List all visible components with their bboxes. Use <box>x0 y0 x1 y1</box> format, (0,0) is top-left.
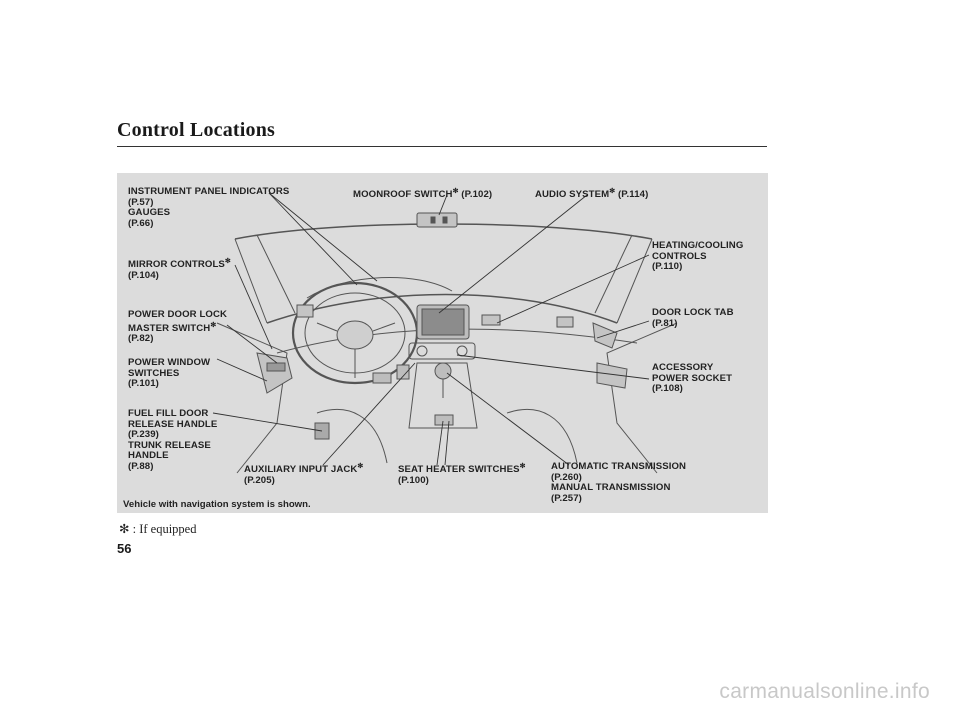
page-number: 56 <box>117 541 132 556</box>
label-fuel-fill-door: FUEL FILL DOOR RELEASE HANDLE (P.239) TR… <box>128 408 218 472</box>
label-heating-cooling: HEATING/COOLING CONTROLS (P.110) <box>652 240 744 272</box>
label-accessory-socket: ACCESSORY POWER SOCKET (P.108) <box>652 362 733 394</box>
footnote: ✻ : If equipped <box>119 522 197 536</box>
page-title: Control Locations <box>117 119 276 141</box>
title-rule <box>117 146 767 147</box>
illustration-panel: INSTRUMENT PANEL INDICATORS (P.57) GAUGE… <box>117 173 768 513</box>
label-auxiliary-jack: AUXILIARY INPUT JACK✻ (P.205) <box>244 463 364 486</box>
label-audio-system: AUDIO SYSTEM✻ (P.114) <box>535 188 649 201</box>
navigation-note: Vehicle with navigation system is shown. <box>123 499 311 510</box>
label-mirror-controls: MIRROR CONTROLS✻ (P.104) <box>128 258 231 281</box>
label-door-lock-tab: DOOR LOCK TAB (P.81) <box>652 307 734 329</box>
label-instrument-panel: INSTRUMENT PANEL INDICATORS (P.57) GAUGE… <box>128 186 290 229</box>
label-transmission: AUTOMATIC TRANSMISSION (P.260) MANUAL TR… <box>551 461 687 504</box>
label-power-door-lock: POWER DOOR LOCK MASTER SWITCH✻ (P.82) <box>128 309 228 345</box>
label-power-window: POWER WINDOW SWITCHES (P.101) <box>128 357 211 389</box>
label-moonroof-switch: MOONROOF SWITCH✻ (P.102) <box>353 188 493 201</box>
watermark[interactable]: carmanualsonline.info <box>719 680 930 703</box>
label-seat-heater: SEAT HEATER SWITCHES✻ (P.100) <box>398 463 526 486</box>
dashboard-illustration <box>212 192 678 474</box>
